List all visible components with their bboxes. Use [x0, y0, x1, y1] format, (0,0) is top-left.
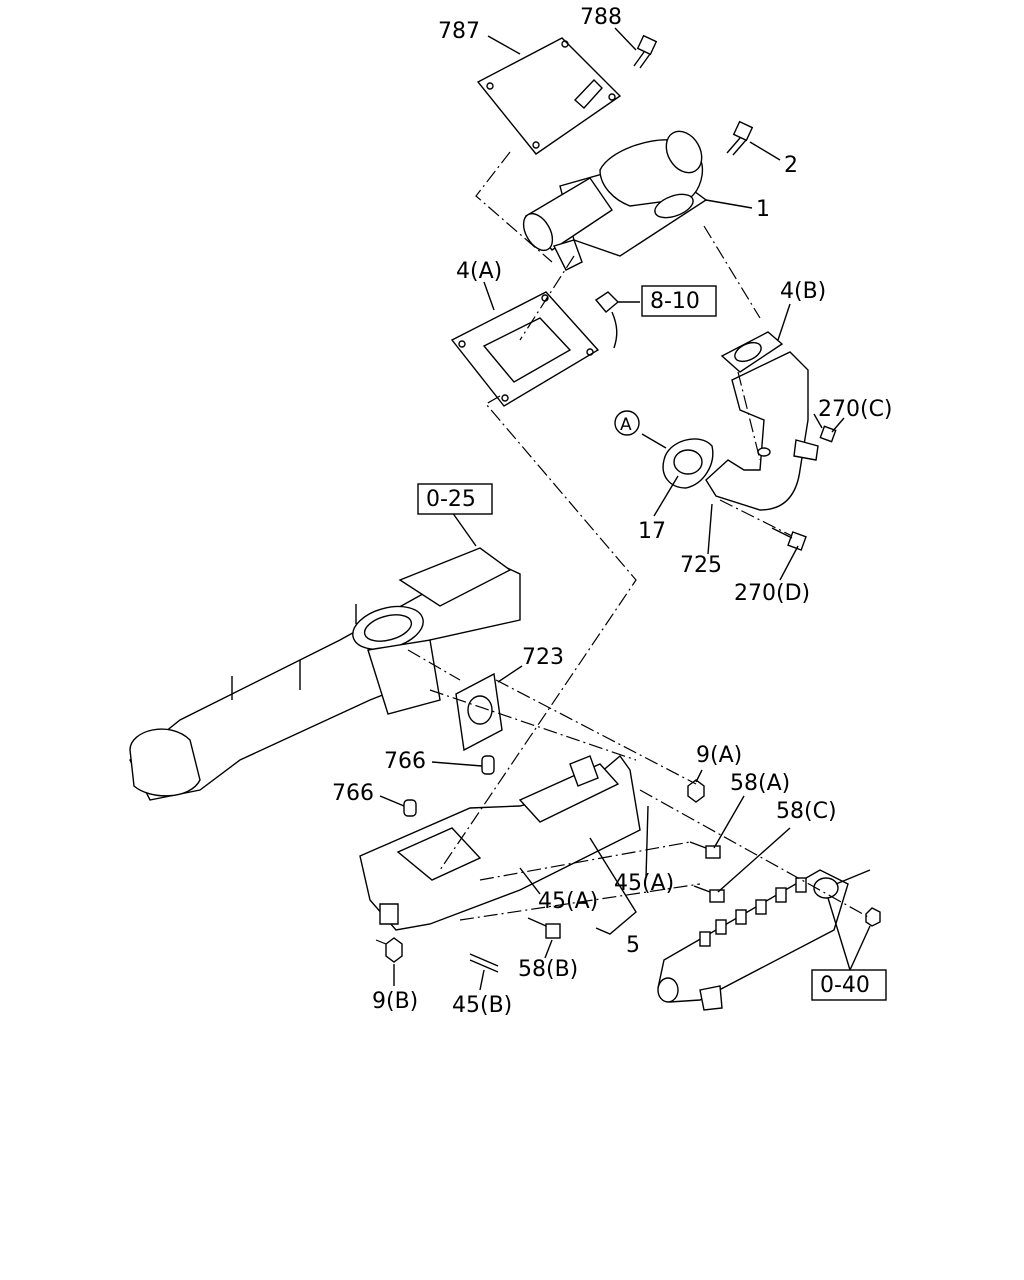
bolt-58a [689, 841, 721, 859]
nut-9a [687, 779, 705, 803]
label-4a: 4(A) [456, 259, 502, 284]
cover-plate-787 [476, 37, 622, 155]
label-45b: 45(B) [452, 993, 512, 1018]
gasket-17 [662, 438, 714, 489]
label-788: 788 [580, 5, 622, 30]
label-2: 2 [784, 153, 798, 178]
stud-45b [469, 953, 499, 973]
nut-9b [385, 937, 403, 963]
dowel-766-a [481, 755, 495, 775]
intake-manifold [129, 547, 521, 801]
ref-box-0-40 [811, 969, 887, 1001]
label-270c: 270(C) [818, 397, 893, 422]
label-58a: 58(A) [730, 771, 790, 796]
label-58b: 58(B) [518, 957, 578, 982]
label-787: 787 [438, 19, 480, 44]
gasket-4a [450, 291, 600, 407]
label-ref-a: A [620, 415, 632, 435]
label-9a: 9(A) [696, 743, 742, 768]
label-45a-right: 45(A) [614, 871, 674, 896]
connector [594, 291, 620, 349]
adapter-5 [359, 754, 641, 931]
bolt-58b [527, 917, 561, 939]
label-8-10: 8-10 [650, 289, 700, 314]
ref-circle-a [614, 410, 640, 436]
label-725: 725 [680, 553, 722, 578]
label-270d: 270(D) [734, 581, 810, 606]
label-4b: 4(B) [780, 279, 826, 304]
label-58c: 58(C) [776, 799, 837, 824]
leader-lines [379, 27, 871, 991]
bolt-270c [813, 413, 837, 443]
bolt-58c [693, 885, 725, 903]
label-723: 723 [522, 645, 564, 670]
bolt-2 [726, 120, 754, 156]
ref-box-8-10 [641, 285, 717, 317]
fuel-rail [657, 869, 881, 1011]
dowel-766-b [403, 799, 417, 817]
egr-valve-1 [522, 130, 708, 271]
bolt-788 [633, 34, 658, 69]
label-766-lower: 766 [332, 781, 374, 806]
label-1: 1 [756, 197, 770, 222]
bolt-270d [771, 527, 807, 551]
assembly-lines [375, 151, 871, 945]
gasket-723 [455, 672, 503, 752]
label-45a-left: 45(A) [538, 889, 598, 914]
label-17: 17 [638, 519, 666, 544]
label-766-upper: 766 [384, 749, 426, 774]
gasket-4b [720, 331, 784, 373]
ref-box-0-25 [417, 483, 493, 515]
label-5: 5 [626, 933, 640, 958]
label-0-25: 0-25 [426, 487, 476, 512]
egr-pipe-725 [705, 351, 819, 511]
label-0-40: 0-40 [820, 973, 870, 998]
label-9b: 9(B) [372, 989, 418, 1014]
